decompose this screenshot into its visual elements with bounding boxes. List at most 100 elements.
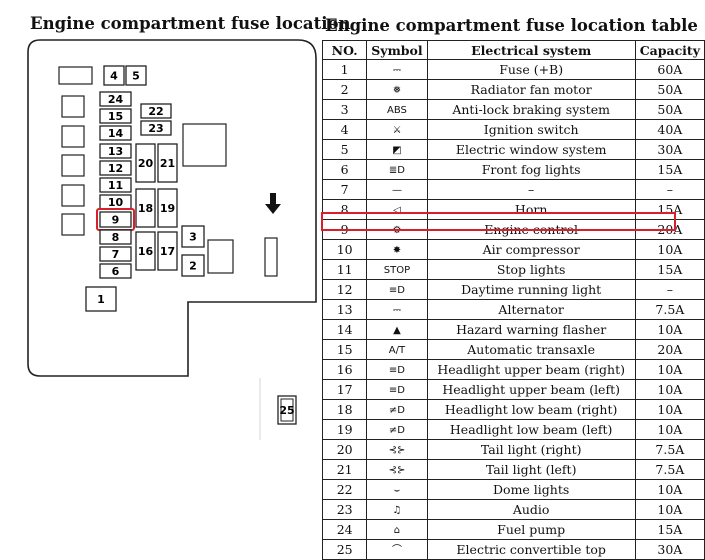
empty-slot [264,237,278,277]
row-capacity: 50A [634,79,705,100]
fuse-21: 21 [157,143,178,183]
row-system: Headlight upper beam (left) [426,379,636,400]
fuse-14: 14 [99,125,132,141]
fuse-20: 20 [135,143,156,183]
row-capacity: 10A [634,399,705,420]
row-symbol: ≡D [366,379,428,400]
fuel-pump-icon: ⌂ [393,525,401,536]
engine-icon: ⚙ [392,225,402,236]
fuse-label: 15 [108,110,123,123]
row-number: 17 [321,379,368,400]
row-symbol: ⎓ [366,299,428,320]
header-system: Electrical system [426,40,636,60]
row-system: Headlight low beam (left) [426,419,636,440]
row-capacity: – [634,279,705,300]
row-number: 7 [321,179,368,200]
row-capacity: 40A [634,119,705,140]
row-capacity: 10A [634,479,705,500]
fuse-label: 8 [112,231,120,244]
hazard-icon: ▲ [393,325,401,336]
row-capacity: 20A [634,219,705,240]
row-number: 12 [321,279,368,300]
row-number: 6 [321,159,368,180]
header-symbol: Symbol [366,40,428,60]
headlight-low-icon: ≠D [388,405,405,416]
fuse-label: 7 [112,248,120,261]
empty-slot [58,66,93,85]
row-symbol: STOP [366,259,428,280]
row-symbol: ✸ [366,239,428,260]
fuse-19: 19 [157,188,178,228]
row-number: 23 [321,499,368,520]
at-icon: A/T [388,345,406,356]
row-symbol: ≠D [366,419,428,440]
row-system: Radiator fan motor [426,79,636,100]
fuse-13: 13 [99,143,132,159]
fuse-25: 25 [277,395,297,425]
fuse-1: 1 [85,286,117,312]
empty-slot [61,213,85,236]
fuse-2: 2 [181,254,205,277]
row-symbol: ▲ [366,319,428,340]
headlight-icon: ≡D [388,285,405,296]
row-symbol: ≡D [366,279,428,300]
tail-light-icon: ⊰⊱ [388,465,406,476]
diagram-title: Engine compartment fuse location [30,14,351,33]
fuse-23: 23 [140,120,172,136]
row-number: 21 [321,459,368,480]
row-capacity: 10A [634,379,705,400]
row-capacity: 15A [634,519,705,540]
row-capacity: 10A [634,319,705,340]
row-symbol: ABS [366,99,428,120]
row-number: 16 [321,359,368,380]
table-row: 7—–– [321,179,705,200]
row-number: 13 [321,299,368,320]
row-capacity: 7.5A [634,299,705,320]
row-system: Tail light (left) [426,459,636,480]
fuse-18: 18 [135,188,156,228]
fuse-label: 21 [160,157,175,170]
row-number: 1 [321,59,368,80]
fuse-label: 18 [138,202,153,215]
alternator-icon: ⎓ [392,305,401,316]
row-number: 14 [321,319,368,340]
row-number: 3 [321,99,368,120]
header-no: NO. [321,40,368,60]
stop-icon: STOP [383,265,411,276]
fuse-9: 9 [99,211,132,228]
row-system: Automatic transaxle [426,339,636,360]
fuse-location-table: NO. Symbol Electrical system Capacity 1⎓… [321,40,705,560]
row-number: 24 [321,519,368,540]
row-capacity: 7.5A [634,439,705,460]
row-system: Engine control [426,219,636,240]
row-capacity: 15A [634,199,705,220]
headlight-low-icon: ≠D [388,425,405,436]
row-number: 15 [321,339,368,360]
row-system: – [426,179,636,200]
row-symbol: ⌣ [366,479,428,500]
row-symbol: ⊰⊱ [366,439,428,460]
row-capacity: 10A [634,499,705,520]
row-system: Front fog lights [426,159,636,180]
ignition-icon: ⚔ [392,125,402,136]
row-number: 20 [321,439,368,460]
row-symbol: ≣D [366,159,428,180]
empty-slot [61,125,85,148]
fuse-label: 13 [108,145,123,158]
row-system: Daytime running light [426,279,636,300]
row-symbol: ❅ [366,79,428,100]
battery-icon: ⎓ [392,65,401,76]
fuse-label: 19 [160,202,175,215]
